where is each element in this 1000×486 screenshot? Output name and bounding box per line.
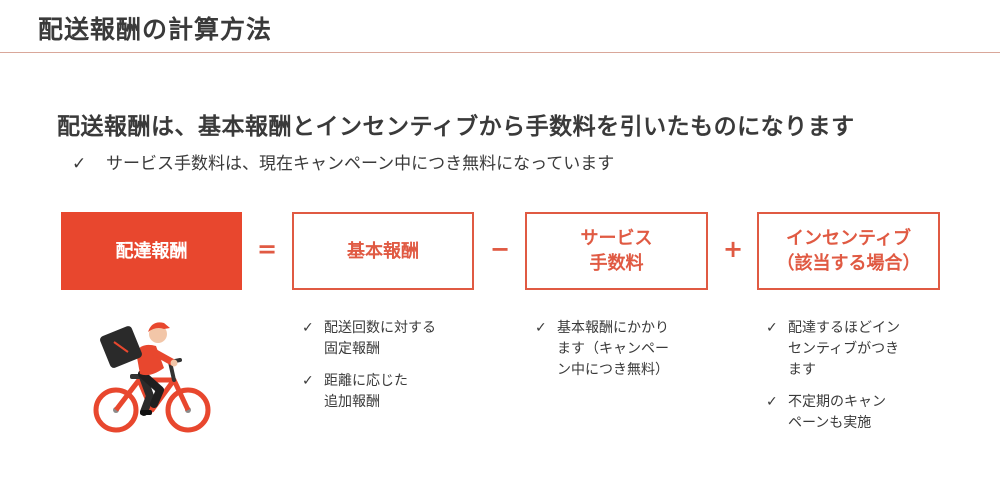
incentive-details: ✓ 配達するほどイン センティブがつき ます ✓ 不定期のキャン ペーンも実施 — [766, 318, 938, 445]
bullet-text: 追加報酬 — [324, 394, 380, 410]
incentive-box: インセンティブ （該当する場合） — [757, 212, 940, 290]
incentive-label-line1: インセンティブ — [786, 228, 911, 249]
base-reward-label: 基本報酬 — [347, 240, 419, 262]
list-item: ✓ 不定期のキャン ペーンも実施 — [766, 392, 938, 434]
list-item: ✓ 配送回数に対する 固定報酬 — [302, 318, 472, 360]
service-fee-label-line2: 手数料 — [589, 253, 644, 274]
base-reward-box: 基本報酬 — [292, 212, 474, 290]
bullet-text: 不定期のキャン — [788, 394, 886, 410]
check-icon: ✓ — [302, 373, 314, 389]
bullet-text: センティブがつき — [788, 341, 900, 357]
bullet-text: ます（キャンペー — [557, 341, 669, 357]
bullet-text: ペーンも実施 — [788, 415, 872, 431]
plus-operator: + — [722, 235, 744, 263]
bullet-text: 固定報酬 — [324, 341, 380, 357]
base-reward-details: ✓ 配送回数に対する 固定報酬 ✓ 距離に応じた 追加報酬 — [302, 318, 472, 424]
bullet-text: 配送回数に対する — [324, 320, 436, 336]
equals-operator: = — [256, 235, 278, 263]
bullet-text: 基本報酬にかかり — [557, 320, 669, 336]
check-icon: ✓ — [535, 320, 547, 336]
check-icon: ✓ — [766, 320, 778, 336]
service-fee-details: ✓ 基本報酬にかかり ます（キャンペー ン中につき無料） — [535, 318, 705, 392]
result-label: 配達報酬 — [115, 240, 188, 262]
bullet-text: 距離に応じた — [324, 373, 408, 389]
subnote: ✓ サービス手数料は、現在キャンペーン中につき無料になっています — [72, 149, 614, 174]
headline: 配送報酬は、基本報酬とインセンティブから手数料を引いたものになります — [57, 114, 855, 140]
service-fee-box: サービス 手数料 — [525, 212, 708, 290]
list-item: ✓ 距離に応じた 追加報酬 — [302, 371, 472, 413]
title-divider — [0, 52, 1000, 53]
bullet-text: ます — [788, 362, 816, 378]
bullet-text: ン中につき無料） — [557, 362, 669, 378]
subnote-text: サービス手数料は、現在キャンペーン中につき無料になっています — [106, 154, 615, 174]
result-box: 配達報酬 — [61, 212, 242, 290]
delivery-rider-icon — [93, 322, 211, 433]
check-icon: ✓ — [302, 320, 314, 336]
list-item: ✓ 基本報酬にかかり ます（キャンペー ン中につき無料） — [535, 318, 705, 381]
service-fee-label-line1: サービス — [580, 228, 653, 249]
list-item: ✓ 配達するほどイン センティブがつき ます — [766, 318, 938, 381]
bullet-text: 配達するほどイン — [788, 320, 900, 336]
check-icon: ✓ — [72, 154, 87, 174]
incentive-label-line2: （該当する場合） — [776, 253, 921, 274]
check-icon: ✓ — [766, 394, 778, 410]
page-title: 配送報酬の計算方法 — [38, 15, 273, 44]
minus-operator: − — [489, 235, 511, 263]
